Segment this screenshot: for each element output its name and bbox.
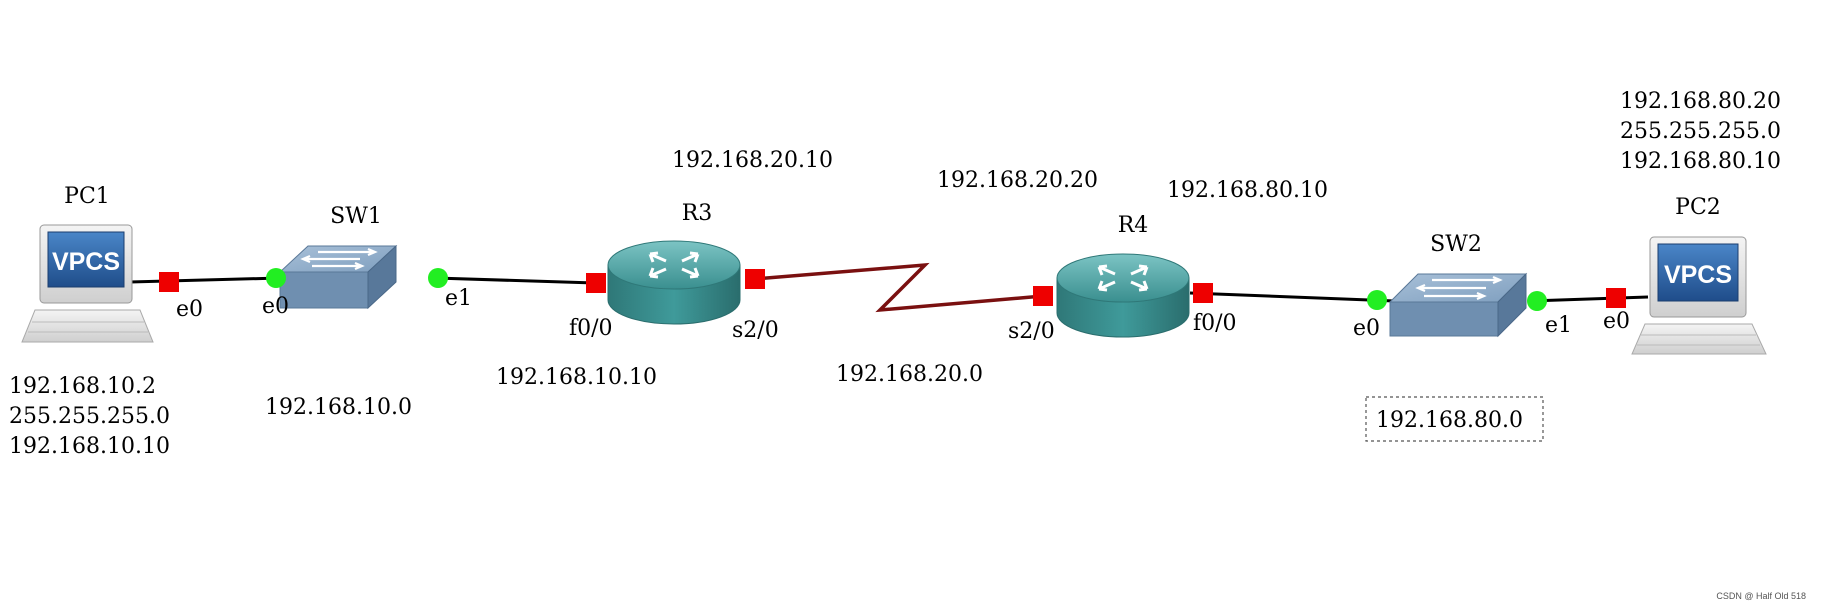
switch-arrows-icon: [300, 247, 378, 271]
sw1-name: SW1: [330, 204, 382, 229]
pc2-screen-label: VPCS: [1664, 261, 1732, 289]
port-label-sw1-e1: e1: [445, 286, 472, 311]
port-label-sw1-e0: e0: [262, 294, 289, 319]
pc1-name: PC1: [64, 184, 110, 209]
port-r3-f00[interactable]: [586, 273, 606, 293]
port-r4-f00[interactable]: [1193, 283, 1213, 303]
port-pc2-e0[interactable]: [1606, 288, 1626, 308]
router-arrows-icon: [1097, 264, 1149, 292]
links: [129, 262, 1649, 313]
network-label-20: 192.168.20.0: [836, 362, 983, 387]
r3-s20-ip: 192.168.20.10: [672, 148, 833, 173]
port-label-r3-s20: s2/0: [732, 318, 779, 343]
link-pc1-sw1[interactable]: [129, 276, 281, 284]
watermark: CSDN @ Half Old 518: [1716, 591, 1806, 601]
pc1-device[interactable]: VPCS: [21, 224, 154, 343]
port-sw1-e1[interactable]: [428, 268, 448, 288]
port-label-pc1-e0: e0: [176, 297, 203, 322]
r4-name: R4: [1118, 213, 1149, 238]
r4-s20-ip: 192.168.20.20: [937, 168, 1098, 193]
sw2-name: SW2: [1430, 232, 1482, 257]
pc2-name: PC2: [1675, 195, 1721, 220]
port-label-sw2-e1: e1: [1545, 313, 1572, 338]
sw1-device[interactable]: [278, 244, 398, 310]
pc2-device[interactable]: VPCS: [1631, 236, 1767, 355]
port-markers: [159, 268, 1626, 311]
link-r4-sw2[interactable]: [1189, 291, 1396, 303]
pc1-ip-address: 192.168.10.2: [9, 374, 156, 399]
port-label-r3-f00: f0/0: [569, 316, 613, 341]
router-arrows-icon: [648, 251, 700, 279]
port-r3-s20[interactable]: [745, 269, 765, 289]
link-sw2-pc2[interactable]: [1529, 295, 1649, 303]
pc1-subnet-mask: 255.255.255.0: [9, 404, 170, 429]
port-label-pc2-e0: e0: [1603, 309, 1630, 334]
network-label-80: 192.168.80.0: [1376, 408, 1523, 433]
port-labels: e0 e0 e1 f0/0 s2/0 s2/0 f0/0 e0 e1 e0: [176, 286, 1630, 344]
network-label-80-box: [1365, 396, 1544, 442]
r4-f00-ip: 192.168.80.10: [1167, 178, 1328, 203]
r3-f00-ip: 192.168.10.10: [496, 365, 657, 390]
pc1-gateway: 192.168.10.10: [9, 434, 170, 459]
link-sw1-r3[interactable]: [434, 276, 596, 285]
port-label-r4-s20: s2/0: [1008, 319, 1055, 344]
port-sw1-e0[interactable]: [266, 268, 286, 288]
port-sw2-e1[interactable]: [1527, 291, 1547, 311]
port-sw2-e0[interactable]: [1367, 290, 1387, 310]
pc2-ip-address: 192.168.80.20: [1620, 89, 1781, 114]
pc1-screen-label: VPCS: [52, 248, 120, 276]
pc2-subnet-mask: 255.255.255.0: [1620, 119, 1781, 144]
network-label-10: 192.168.10.0: [265, 395, 412, 420]
port-label-r4-f00: f0/0: [1193, 311, 1237, 336]
port-r4-s20[interactable]: [1033, 286, 1053, 306]
r3-name: R3: [682, 201, 713, 226]
switch-arrows-icon: [1415, 275, 1503, 301]
r4-device[interactable]: [1056, 253, 1190, 338]
link-r3-r4-serial[interactable]: [754, 262, 1044, 313]
pc2-gateway: 192.168.80.10: [1620, 149, 1781, 174]
address-annotations: 192.168.10.2 255.255.255.0 192.168.10.10…: [9, 89, 1781, 459]
r3-device[interactable]: [607, 240, 741, 325]
port-label-sw2-e0: e0: [1353, 316, 1380, 341]
sw2-device[interactable]: [1388, 272, 1528, 338]
port-pc1-e0[interactable]: [159, 272, 179, 292]
